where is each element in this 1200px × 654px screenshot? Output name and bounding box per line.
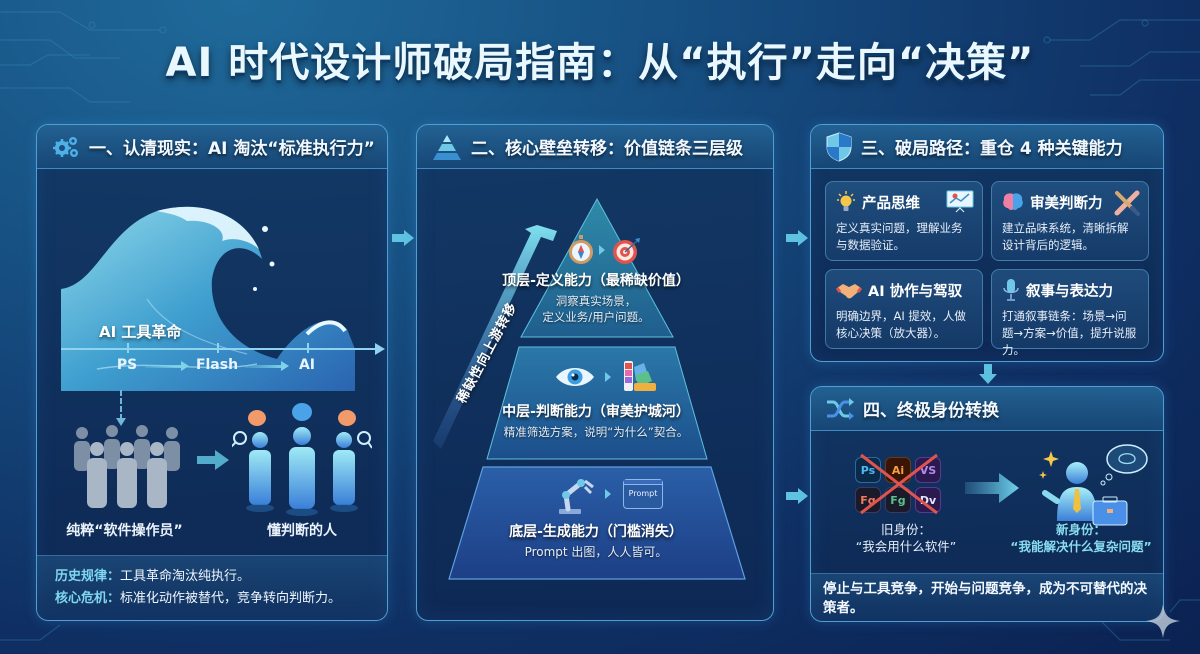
panel-moat: 二、核心壁垒转移：价值链条三层级 稀缺性向上游转移 顶层-定义能力（最稀缺价值）… <box>416 124 774 621</box>
card-title: AI 协作与驾驭 <box>868 283 963 300</box>
color-swatch-icon <box>624 361 656 391</box>
arrow-right-icon <box>145 361 189 371</box>
panel-reality: 一、认清现实：AI 淘汰“标准执行力” AI 工具革命 PS Flash AI <box>36 124 388 621</box>
flow-arrow-icon <box>786 230 808 246</box>
panel-footer: 历史规律：工具革命淘汰纯执行。 核心危机：标准化动作被替代，竞争转向判断力。 <box>37 555 387 620</box>
old-identity-quote: “我会用什么软件” <box>855 539 957 554</box>
card-ai-collaboration: AI 协作与驾驭 明确边界，AI 提效，人做核心决策（放大器）。 <box>825 269 983 349</box>
card-title: 叙事与表达力 <box>1026 283 1113 300</box>
tier-bottom-desc: Prompt 出图，人人皆可。 <box>524 545 668 559</box>
new-identity: 新身份： “我能解决什么复杂问题” <box>996 521 1163 555</box>
ruler-brush-icon <box>1114 190 1140 216</box>
card-desc: 明确边界，AI 提效，人做核心决策（放大器）。 <box>836 309 966 340</box>
brain-icon <box>1003 193 1023 210</box>
panel-header: 三、破局路径：重仓 4 种关键能力 <box>811 125 1163 169</box>
card-title: 产品思维 <box>862 195 920 212</box>
page-title: AI 时代设计师破局指南：从“执行”走向“决策” <box>165 40 1035 86</box>
dashed-down-arrow-icon <box>116 390 126 426</box>
prompt-window-icon: Prompt <box>623 479 663 509</box>
decision-makers-icon <box>232 403 372 516</box>
tier-middle-desc: 精准筛选方案，说明“为什么”契合。 <box>503 425 689 439</box>
lightbulb-icon <box>837 191 855 211</box>
flow-arrow-icon <box>786 488 808 504</box>
footer-value: 工具革命淘汰纯执行。 <box>120 569 251 584</box>
tier-top-desc-1: 洞察真实场景， <box>555 294 637 308</box>
footer-value: 标准化动作被替代，竞争转向判断力。 <box>120 591 342 606</box>
tier-top-desc-2: 定义业务/用户问题。 <box>542 310 650 324</box>
old-identity: 旧身份： “我会用什么软件” <box>831 521 981 555</box>
tier-middle-title: 中层-判断能力（审美护城河） <box>502 404 690 420</box>
judges-label: 懂判断的人 <box>267 523 337 539</box>
crowd-operators-icon <box>74 425 180 508</box>
timeline-labels: PS Flash AI <box>37 357 387 377</box>
card-aesthetic-judgment: 审美判断力 建立品味系统，清晰拆解设计背后的逻辑。 <box>991 181 1149 261</box>
panel-footer: 停止与工具竞争，开始与问题竞争，成为不可替代的决策者。 <box>811 573 1163 621</box>
handshake-icon <box>836 284 862 299</box>
panel-title: 三、破局路径：重仓 4 种关键能力 <box>861 139 1123 159</box>
card-title: 审美判断力 <box>1030 195 1103 212</box>
robot-arm-icon <box>559 479 594 514</box>
card-desc: 打通叙事链条：场景→问题→方案→价值，提升说服力。 <box>1002 309 1137 357</box>
timeline-label-flash: Flash <box>195 357 239 373</box>
panel-header: 四、终极身份转换 <box>811 387 1163 431</box>
new-identity-label: 新身份： <box>1055 522 1106 537</box>
software-apps-grid: Ps Ai VS Fg Fg Dv <box>855 453 941 515</box>
panel-identity: 四、终极身份转换 Ps Ai VS Fg Fg Dv 旧身份： <box>810 386 1164 622</box>
flow-arrow-down-icon <box>979 364 997 384</box>
panel-header: 二、核心壁垒转移：价值链条三层级 <box>417 125 773 169</box>
gears-icon <box>53 136 78 157</box>
arrow-right-icon <box>245 361 289 371</box>
shield-icon <box>826 131 852 162</box>
timeline-label-ai: AI <box>298 357 316 373</box>
footer-key: 核心危机： <box>55 591 121 606</box>
axis-arrow-icon <box>375 343 385 355</box>
shuffle-icon <box>827 397 854 420</box>
sparkle-icon <box>1146 604 1180 638</box>
arrow-right-icon <box>599 245 605 255</box>
pyramid-icon <box>433 134 461 160</box>
panel-title: 一、认清现实：AI 淘汰“标准执行力” <box>89 139 375 159</box>
arrow-right-icon <box>605 489 611 499</box>
new-identity-quote: “我能解决什么复杂问题” <box>1010 539 1152 554</box>
panel-header: 一、认清现实：AI 淘汰“标准执行力” <box>37 125 387 169</box>
flow-arrow-icon <box>392 230 414 246</box>
identity-transition: Ps Ai VS Fg Fg Dv 旧身份： “我会用什么软件” <box>811 431 1163 561</box>
card-storytelling: 叙事与表达力 打通叙事链条：场景→问题→方案→价值，提升说服力。 <box>991 269 1149 357</box>
footer-key: 历史规律： <box>55 569 121 584</box>
compass-icon <box>569 235 593 264</box>
ability-cards: 产品思维 定义真实问题，理解业务与数据验证。 审美判断力 建立品味系统，清晰拆解… <box>825 181 1151 357</box>
timeline-label-ps: PS <box>116 357 138 373</box>
tier-bottom-title: 底层-生成能力（门槛消失） <box>509 524 683 540</box>
eye-icon <box>556 368 594 386</box>
tier-top-title: 顶层-定义能力（最稀缺价值） <box>502 273 690 289</box>
prompt-label: Prompt <box>628 489 658 498</box>
timeline-axis <box>61 343 385 355</box>
arrow-right-icon <box>605 372 611 382</box>
panel-title: 二、核心壁垒转移：价值链条三层级 <box>471 139 743 159</box>
card-product-thinking: 产品思维 定义真实问题，理解业务与数据验证。 <box>825 181 983 261</box>
panel-title: 四、终极身份转换 <box>863 401 999 421</box>
microphone-icon <box>1003 279 1019 301</box>
arrow-right-icon <box>197 450 229 470</box>
card-desc: 建立品味系统，清晰拆解设计背后的逻辑。 <box>1002 221 1129 252</box>
cross-out-icon <box>860 453 938 515</box>
decision-maker-icon <box>1039 444 1148 526</box>
target-icon <box>613 238 640 264</box>
old-identity-label: 旧身份： <box>880 522 931 537</box>
chart-board-icon <box>946 190 974 213</box>
card-desc: 定义真实问题，理解业务与数据验证。 <box>836 221 963 252</box>
wave-illustration: AI 工具革命 <box>37 169 387 391</box>
value-pyramid: 稀缺性向上游转移 顶层-定义能力（最稀缺价值） 洞察真实场景， 定义业务/用户问… <box>417 169 773 620</box>
wave-label: AI 工具革命 <box>99 323 182 341</box>
panel-path: 三、破局路径：重仓 4 种关键能力 产品思维 定义真实问题，理解业务与数据验证。… <box>810 124 1164 362</box>
arrow-right-icon <box>965 473 1019 503</box>
operators-label: 纯粹“软件操作员” <box>66 523 183 539</box>
